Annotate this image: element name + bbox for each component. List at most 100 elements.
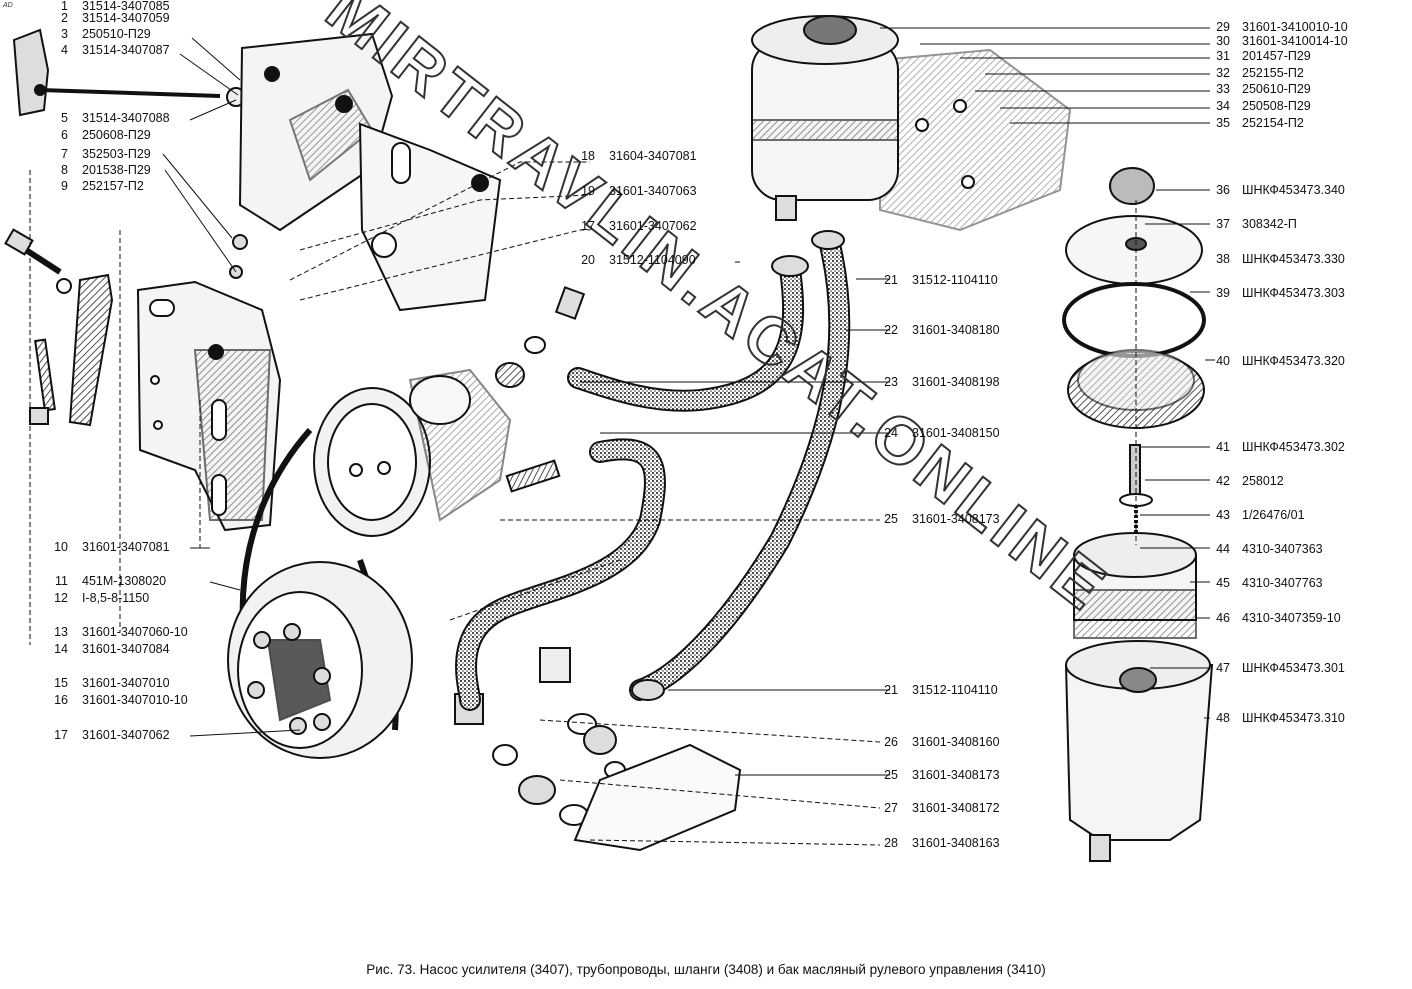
callout-number: 21: [884, 273, 898, 287]
part-number: 4310-3407359-10: [1242, 611, 1341, 625]
part-number: 250508-П29: [1242, 99, 1311, 113]
part-number: 1/26476/01: [1242, 508, 1305, 522]
part-number: 252154-П2: [1242, 116, 1304, 130]
callout-number: 9: [61, 179, 68, 193]
part-number: 31601-3410010-10: [1242, 20, 1348, 34]
callout-31: 31 201457-П29: [1210, 49, 1311, 63]
part-number: 250610-П29: [1242, 82, 1311, 96]
filter-stack: [1062, 167, 1214, 862]
part-number: ШНКФ453473.320: [1242, 354, 1345, 368]
callout-number: 29: [1216, 20, 1230, 34]
callout-number: 39: [1216, 286, 1230, 300]
leader-lines: [29, 161, 1137, 846]
part-number: 31601-3408173: [912, 512, 1000, 526]
callout-35: 35 252154-П2: [1210, 116, 1304, 130]
hoses: [455, 230, 851, 711]
crank-pulley: [227, 561, 413, 759]
steering-pump: [313, 368, 512, 537]
callout-number: 34: [1216, 99, 1230, 113]
part-number: 31601-3408172: [912, 801, 1000, 815]
part-number: 352503-П29: [82, 147, 151, 161]
part-number: 31514-3407087: [82, 43, 170, 57]
part-number: 31601-3407063: [609, 184, 697, 198]
callout-number: 24: [884, 426, 898, 440]
callout-number: 42: [1216, 474, 1230, 488]
part-number: 31601-3408173: [912, 768, 1000, 782]
callout-number: 30: [1216, 34, 1230, 48]
callout-number: 25: [884, 768, 898, 782]
callout-number: 6: [61, 128, 68, 142]
callout-number: 11: [55, 574, 68, 588]
callout-43: 43 1/26476/01: [1210, 508, 1305, 522]
callout-number: 16: [54, 693, 68, 707]
callout-34: 34 250508-П29: [1210, 99, 1311, 113]
part-number: I-8,5-8-1150: [82, 591, 150, 605]
part-number: 201538-П29: [82, 163, 151, 177]
callout-number: 5: [61, 111, 68, 125]
callout-number: 18: [581, 149, 595, 163]
part-number: 252157-П2: [82, 179, 144, 193]
callout-number: 4: [61, 43, 68, 57]
part-number: 31514-3407059: [82, 11, 170, 25]
part-number: ШНКФ453473.310: [1242, 711, 1345, 725]
part-number: 31601-3407010-10: [82, 693, 188, 707]
part-number: ШНКФ453473.330: [1242, 252, 1345, 266]
callout-29: 29 31601-3410010-10: [1210, 20, 1348, 34]
part-number: 31601-3408198: [912, 375, 1000, 389]
callout-27: 27 31601-3408172: [876, 801, 1000, 815]
callout-number: 47: [1216, 661, 1230, 675]
figure-caption: Рис. 73. Насос усилителя (3407), трубопр…: [366, 962, 1046, 977]
part-number: 250510-П29: [82, 27, 151, 41]
callout-number: 31: [1216, 49, 1230, 63]
callout-number: 27: [884, 801, 898, 815]
callout-number: 44: [1216, 542, 1230, 556]
part-number: 31604-3407081: [609, 149, 697, 163]
callout-number: 43: [1216, 508, 1230, 522]
part-number: 308342-П: [1242, 217, 1297, 231]
bolts-left: [4, 228, 114, 427]
callout-number: 19: [581, 184, 595, 198]
callout-16: 16 31601-3407010-10: [46, 693, 188, 707]
callout-number: 26: [884, 735, 898, 749]
callout-30: 30 31601-3410014-10: [1210, 34, 1348, 48]
callout-number: 32: [1216, 66, 1230, 80]
part-number: 31512-1104090: [609, 253, 696, 267]
callout-number: 1: [61, 0, 68, 13]
callout-number: 17: [581, 219, 595, 233]
callout-number: 15: [54, 676, 68, 690]
part-number: 31601-3410014-10: [1242, 34, 1348, 48]
callout-number: 28: [884, 836, 898, 850]
part-number: 201457-П29: [1242, 49, 1311, 63]
callout-number: 21: [884, 683, 898, 697]
part-number: 4310-3407763: [1242, 576, 1323, 590]
callout-number: 35: [1216, 116, 1230, 130]
callout-number: 10: [54, 540, 68, 554]
part-number: 252155-П2: [1242, 66, 1304, 80]
